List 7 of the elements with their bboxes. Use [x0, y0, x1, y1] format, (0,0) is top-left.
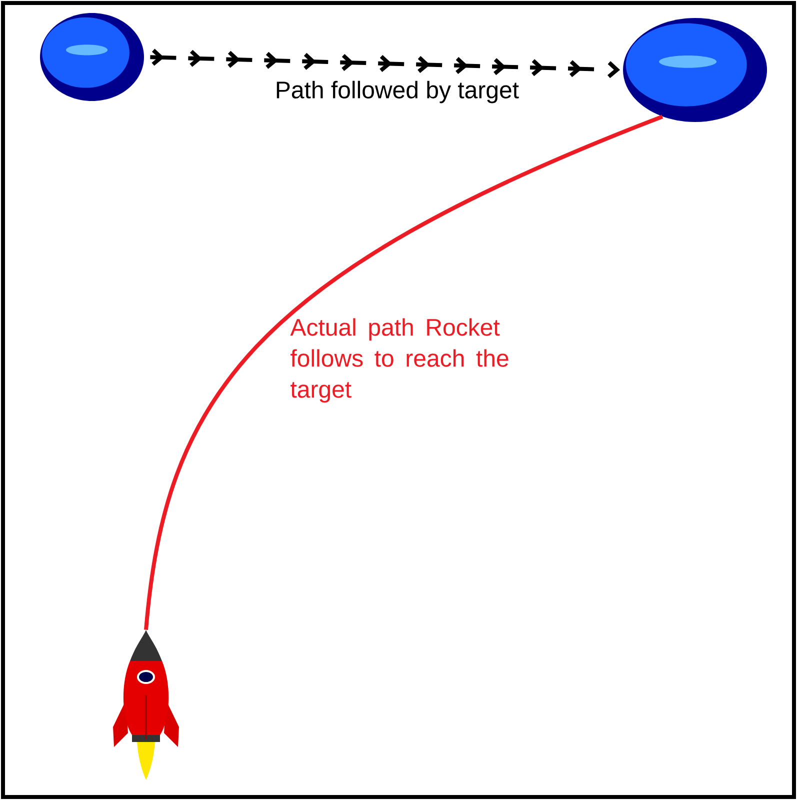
edge-label: Path followed by target [276, 80, 519, 104]
arrow [150, 48, 620, 78]
planet-drawing [623, 18, 767, 122]
planet-drawing [40, 13, 144, 101]
rocket-drawing [113, 630, 179, 780]
curved-path [144, 114, 664, 630]
edge-label: Actual path Rocket follows to reach the target [290, 318, 508, 403]
